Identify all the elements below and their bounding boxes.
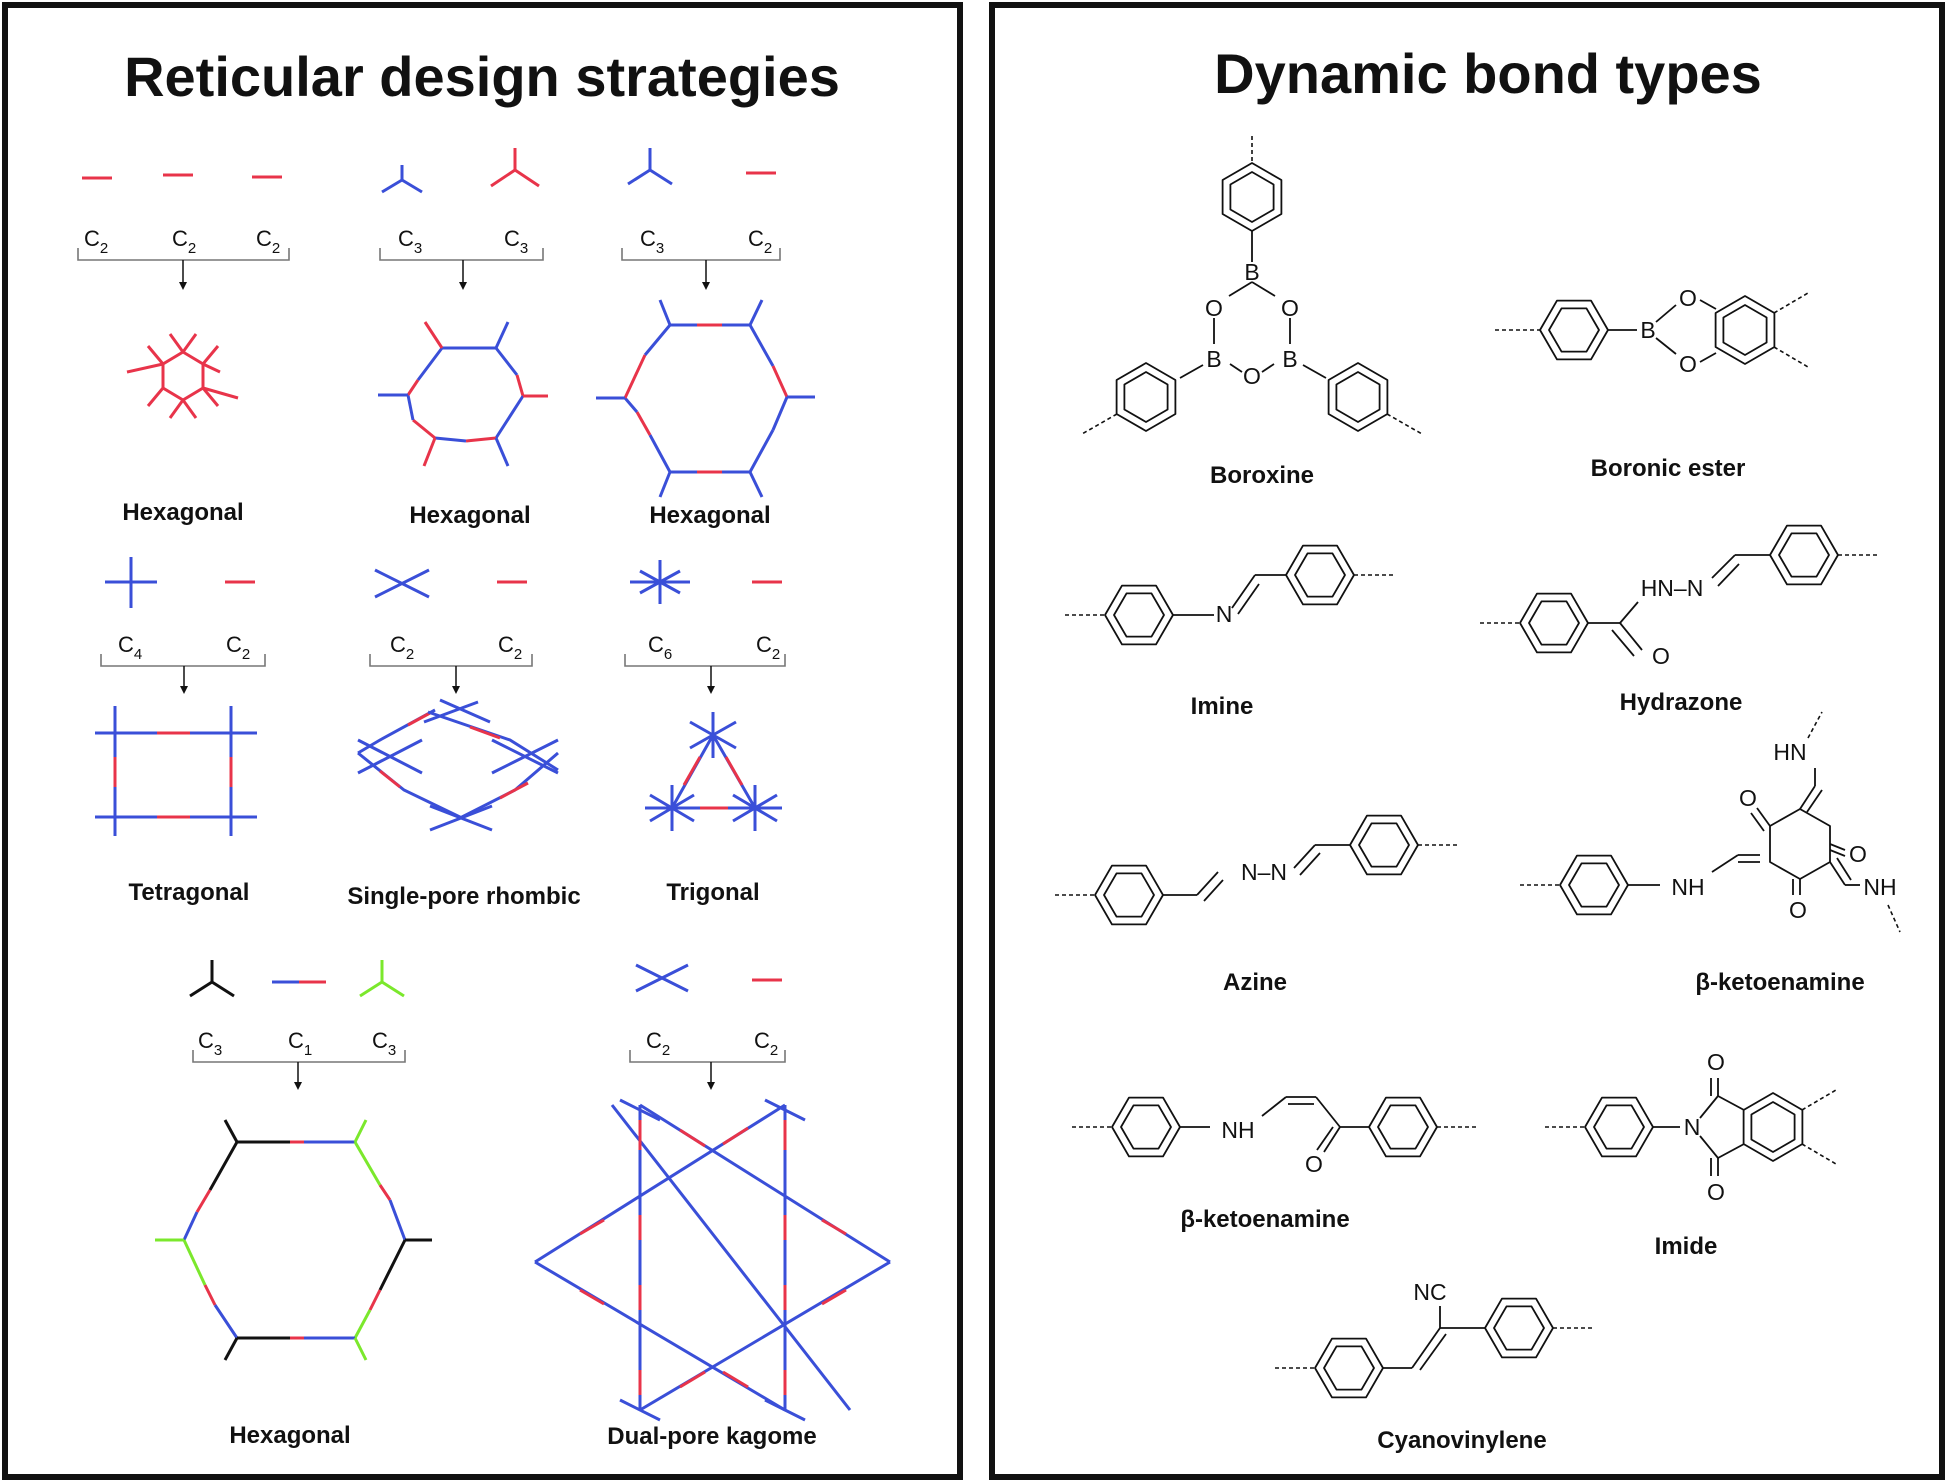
label-cyanovinylene: Cyanovinylene — [1377, 1427, 1546, 1454]
svg-text:NH: NH — [1671, 874, 1704, 900]
svg-text:NH: NH — [1221, 1117, 1254, 1143]
svg-text:C1: C1 — [288, 1028, 312, 1059]
svg-text:O: O — [1789, 897, 1807, 923]
label-hexagonal-3: Hexagonal — [649, 502, 770, 529]
svg-text:O: O — [1679, 351, 1697, 377]
svg-text:O: O — [1707, 1179, 1725, 1205]
label-imine: Imine — [1191, 693, 1254, 720]
structure-azine: N–N Azine — [1055, 814, 1458, 996]
svg-text:O: O — [1707, 1049, 1725, 1075]
svg-text:C2: C2 — [84, 226, 108, 257]
svg-text:O: O — [1243, 363, 1261, 389]
svg-text:C4: C4 — [118, 632, 142, 663]
label-dual-pore-kagome: Dual-pore kagome — [607, 1423, 816, 1450]
svg-text:O: O — [1205, 295, 1223, 321]
label-hexagonal-2: Hexagonal — [409, 502, 530, 529]
svg-text:C2: C2 — [646, 1028, 670, 1059]
svg-text:HN: HN — [1773, 739, 1806, 765]
svg-text:C3: C3 — [372, 1028, 396, 1059]
structure-imide: N O O Imide — [1545, 1049, 1837, 1260]
svg-text:O: O — [1739, 785, 1757, 811]
svg-text:B: B — [1640, 317, 1655, 343]
svg-text:B: B — [1282, 346, 1297, 372]
svg-text:C6: C6 — [648, 632, 672, 663]
label-boroxine: Boroxine — [1210, 462, 1314, 489]
svg-text:C2: C2 — [390, 632, 414, 663]
svg-text:C2: C2 — [754, 1028, 778, 1059]
svg-text:N: N — [1216, 601, 1233, 627]
strategy-c4-c2: C4 C2 Tetragonal — [95, 557, 266, 906]
svg-text:C3: C3 — [398, 226, 422, 257]
svg-text:O: O — [1679, 285, 1697, 311]
svg-text:C3: C3 — [640, 226, 664, 257]
label-hydrazone: Hydrazone — [1620, 689, 1743, 716]
label-beta-ketoenamine-1: β-ketoenamine — [1695, 969, 1864, 996]
svg-text:NC: NC — [1413, 1279, 1446, 1305]
strategy-c6-c2: C6 C2 Trigonal — [624, 560, 786, 906]
label-azine: Azine — [1223, 969, 1287, 996]
svg-text:C2: C2 — [256, 226, 280, 257]
svg-text:N: N — [1684, 1114, 1701, 1140]
left-panel-frame — [2, 2, 963, 1480]
label-imide: Imide — [1655, 1233, 1718, 1260]
structure-cyanovinylene: NC Cyanovinylene — [1275, 1279, 1593, 1454]
svg-text:O: O — [1305, 1151, 1323, 1177]
svg-text:N–N: N–N — [1241, 859, 1287, 885]
structure-beta-ketoenamine-2: NH O β-ketoenamine — [1072, 1096, 1478, 1233]
strategy-c2-c2-rhombic: C2 C2 Single-pore rhombic — [347, 568, 581, 910]
right-panel-frame — [989, 2, 1945, 1480]
structure-imine: N Imine — [1065, 544, 1395, 720]
svg-text:O: O — [1281, 295, 1299, 321]
svg-text:C2: C2 — [172, 226, 196, 257]
right-panel-title: Dynamic bond types — [1214, 42, 1762, 105]
svg-text:O: O — [1652, 643, 1670, 669]
svg-text:C3: C3 — [198, 1028, 222, 1059]
svg-text:C3: C3 — [504, 226, 528, 257]
svg-text:C2: C2 — [498, 632, 522, 663]
structure-boronic-ester: B O O Boronic ester — [1495, 285, 1809, 482]
label-single-pore-rhombic: Single-pore rhombic — [347, 883, 580, 910]
svg-text:C2: C2 — [226, 632, 250, 663]
label-hexagonal-1: Hexagonal — [122, 499, 243, 526]
left-panel-title: Reticular design strategies — [124, 45, 840, 108]
strategy-c3-c2: C3 C2 Hexagonal — [596, 148, 815, 529]
strategy-c2-c2-c2: C2 C2 C2 Hexagonal — [77, 173, 290, 526]
label-trigonal: Trigonal — [666, 879, 759, 906]
structure-beta-ketoenamine-1: NH O HN O O NH β-ketoenamine — [1520, 711, 1901, 996]
svg-text:B: B — [1244, 259, 1259, 285]
strategy-c2-c2-kagome: C2 C2 Dual-pore k — [534, 963, 891, 1450]
svg-text:B: B — [1206, 346, 1221, 372]
strategy-c3-c1-c3: C3 C1 C3 Hexagonal — [155, 960, 432, 1449]
svg-text:O: O — [1849, 841, 1867, 867]
svg-text:HN–N: HN–N — [1641, 575, 1704, 601]
svg-text:C2: C2 — [756, 632, 780, 663]
label-beta-ketoenamine-2: β-ketoenamine — [1180, 1206, 1349, 1233]
label-hexagonal-4: Hexagonal — [229, 1422, 350, 1449]
label-boronic-ester: Boronic ester — [1591, 455, 1746, 482]
label-tetragonal: Tetragonal — [129, 879, 250, 906]
structure-hydrazone: O HN–N Hydrazone — [1480, 524, 1878, 716]
svg-text:C2: C2 — [748, 226, 772, 257]
structure-boroxine: B O B O B O Boroxine — [1081, 136, 1423, 489]
svg-text:NH: NH — [1863, 874, 1896, 900]
strategy-c3-c3: C3 C3 Hexagonal — [378, 148, 548, 529]
